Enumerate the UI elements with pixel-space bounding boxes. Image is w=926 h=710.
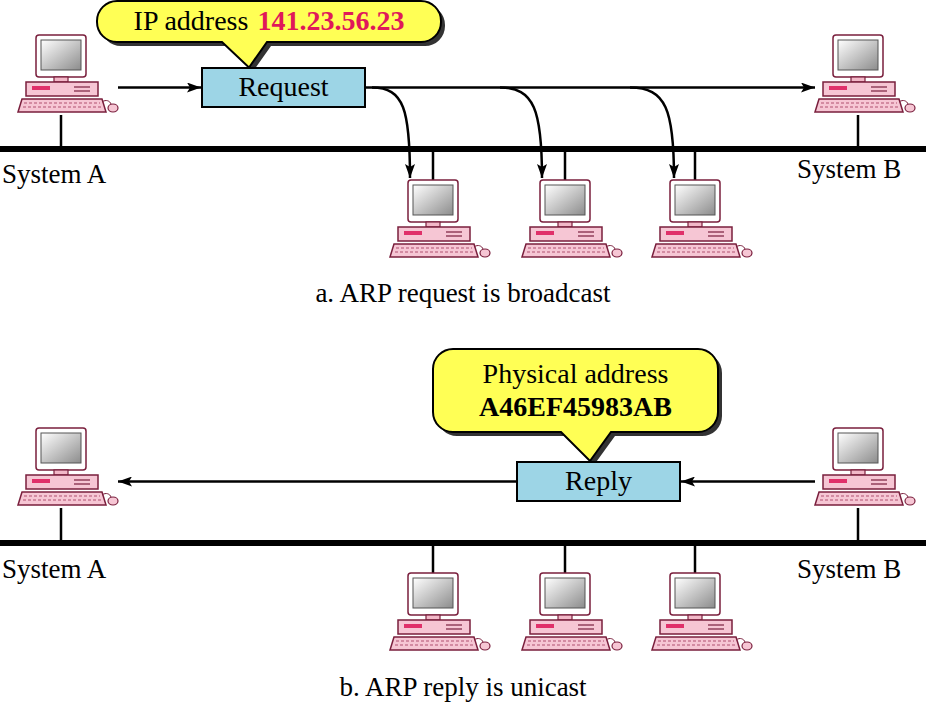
station-name: System B (797, 155, 901, 185)
text-group: IP address 141.23.56.23 (134, 6, 405, 37)
panel-caption: b. ARP reply is unicast (339, 673, 586, 703)
drop-line (857, 115, 860, 146)
text-group: Reply (565, 466, 632, 497)
computer-icon (652, 180, 752, 257)
system-station: System A (18, 428, 118, 508)
broadcast-arrow (372, 88, 410, 179)
drop-line (60, 508, 63, 540)
network-bus (0, 540, 926, 546)
computer-icon (815, 35, 915, 112)
station-name: System B (797, 555, 901, 585)
computer-icon (522, 180, 622, 257)
ip-callout: IP address 141.23.56.23 (97, 1, 441, 42)
drop-line (694, 152, 697, 180)
computer-icon (18, 35, 118, 112)
drop-line (432, 546, 435, 573)
packet-label: Request (238, 72, 328, 103)
reply-packet: Reply (516, 461, 681, 502)
request-packet: Request (201, 67, 366, 108)
drop-line (564, 152, 567, 180)
drop-line (857, 508, 860, 540)
text-group: Physical addressA46EF45983AB (479, 359, 672, 423)
callout-text: Physical address (483, 359, 669, 390)
panel-caption: a. ARP request is broadcast (315, 279, 610, 309)
mac-callout: Physical addressA46EF45983AB (433, 349, 718, 432)
text-group: Request (238, 72, 328, 103)
callout-text: IP address (134, 6, 249, 37)
broadcast-arrow (500, 88, 542, 179)
drop-line (432, 152, 435, 180)
drop-line (60, 115, 63, 146)
computer-icon (815, 428, 915, 505)
packet-label: Reply (565, 466, 632, 497)
broadcast-arrow (630, 88, 674, 179)
station-name: System A (2, 160, 106, 190)
drop-line (694, 546, 697, 573)
bubble-outline (433, 349, 718, 461)
computer-icon (18, 428, 118, 505)
system-station: System B (815, 428, 915, 508)
network-bus (0, 146, 926, 152)
message-arrow (118, 86, 201, 89)
drop-line (564, 546, 567, 573)
computer-icon (522, 573, 622, 650)
callout-text: A46EF45983AB (479, 392, 672, 423)
station-name: System A (2, 555, 106, 585)
message-arrow (681, 480, 815, 483)
message-arrow (118, 480, 516, 483)
callout-text: 141.23.56.23 (257, 6, 404, 37)
system-station: System A (18, 35, 118, 115)
computer-icon (390, 573, 490, 650)
bubble-outline (97, 1, 441, 68)
computer-icon (652, 573, 752, 650)
message-arrow (366, 86, 815, 89)
computer-icon (390, 180, 490, 257)
system-station: System B (815, 35, 915, 115)
